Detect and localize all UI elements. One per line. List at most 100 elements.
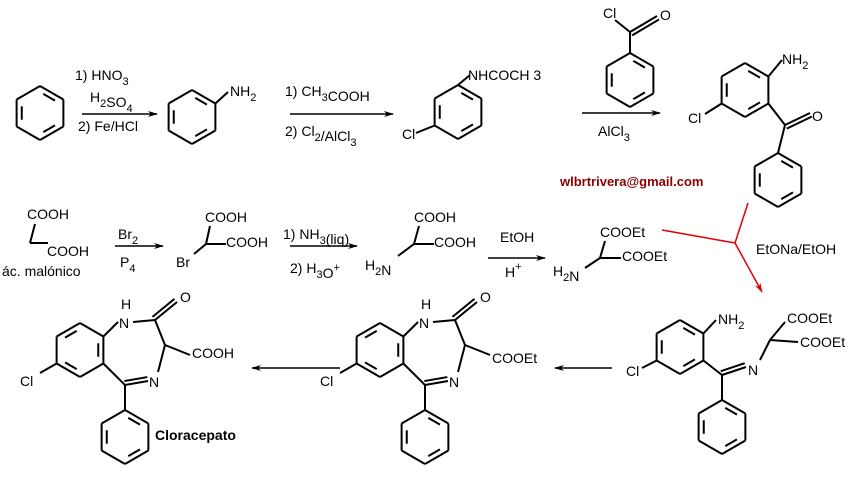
- cloracepato-cooh: COOH: [192, 345, 234, 361]
- benzene-ring-inner-double-bond: [42, 92, 56, 102]
- step6-reagent-2: H+: [505, 261, 522, 280]
- benzoyl-chloride-o: O: [660, 7, 671, 23]
- bromomalonic-br: Br: [176, 254, 190, 270]
- cloracepato-n4-c5-double-bond: [124, 380, 149, 386]
- benzoyl-chloride-ring-inner-double-bond: [632, 59, 646, 69]
- aniline-ring-bond: [191, 89, 216, 105]
- cloracepato-c3-substituent-bond: [164, 344, 191, 356]
- bzd-ester-phenyl-ring-inner-double-bond: [427, 416, 441, 426]
- bzd-ester-n4-c5-double-bond: [424, 380, 449, 386]
- aminobenzophenone-ring-bond: [721, 102, 746, 118]
- author-email: wlbrtrivera@gmail.com: [559, 174, 703, 189]
- bromomalonic-bond-3: [193, 243, 207, 255]
- chloroacetanilide-nhcoch3: NHCOCH 3: [468, 67, 541, 83]
- cloracepato-phenyl-ring-bond: [124, 449, 149, 465]
- step1-reagent-1: 1) HNO3: [75, 67, 129, 88]
- bzd-ester-phenyl-ring-bond: [401, 449, 426, 465]
- step1-reagent-2: 2) Fe/HCl: [78, 118, 138, 134]
- step5-reagent-1: 1) NH3(liq): [283, 226, 349, 247]
- aminomalonic-cooh-2: COOH: [434, 234, 476, 250]
- bzd-ester-benzo-ring-bond: [356, 322, 381, 338]
- imine-ester-1: COOEt: [787, 310, 832, 326]
- benzoyl-chloride-ring-inner-double-bond: [632, 91, 646, 101]
- bzd-ester-phenyl-ring-bond: [424, 409, 449, 425]
- chloroacetanilide-ring-bond: [457, 84, 482, 100]
- aminomalonic-bond-3: [397, 243, 415, 257]
- aminomalonate-bond-3: [584, 257, 601, 269]
- chloroacetanilide-ring-inner-double-bond: [460, 91, 474, 101]
- cloracepato-n1-c2-bond: [132, 319, 156, 323]
- chloroacetanilide-ring-inner-double-bond: [460, 123, 474, 133]
- aminomalonic-bond-1: [413, 225, 420, 245]
- aminomalonate-h2n: H2N: [553, 263, 579, 284]
- red-branch-line-2: [661, 229, 736, 244]
- bzd-ester-phenyl-ring-inner-double-bond: [427, 448, 441, 458]
- aminobenzophenone-c-phenyl-bond: [777, 124, 786, 154]
- bzd-ester-c3-substituent-bond: [464, 344, 491, 356]
- cloracepato-benzo-ring-bond: [79, 362, 104, 378]
- cloracepato-n1: N: [119, 315, 129, 331]
- imine-n: N: [748, 362, 758, 378]
- step5-reagent-2: 2) H3O+: [290, 260, 340, 281]
- benzophenone-phenyl-ring-bond: [777, 192, 802, 208]
- aminobenzophenone-o: O: [812, 108, 823, 124]
- bzd-ester-benzo-ring-inner-double-bond: [364, 329, 378, 339]
- chloroacetanilide-c-n-bond: [457, 74, 471, 86]
- imine-phenyl-ring-bond: [698, 399, 723, 415]
- cloracepato-n4-c5-double-bond-second: [124, 376, 148, 383]
- cloracepato-phenyl-ring-inner-double-bond: [127, 416, 141, 426]
- imine-c-n-double-bond-second: [720, 362, 746, 373]
- bzd-ester-c3-n4-bond: [457, 344, 466, 373]
- bzd-ester-phenyl-ring-bond: [401, 409, 426, 425]
- bzd-ester-n1-c2-bond: [432, 319, 456, 323]
- benzoyl-c-cl-bond: [614, 19, 631, 33]
- bzd-ester-cooet: COOEt: [492, 350, 537, 366]
- step4-reagent-1: Br2: [118, 226, 138, 247]
- chloroacetanilide-c-cl-bond: [415, 124, 435, 134]
- aminomalonate-ester-2: COOEt: [622, 248, 667, 264]
- imine-c-c-bond: [702, 359, 723, 376]
- benzophenone-phenyl-ring-bond: [754, 152, 779, 168]
- aminomalonate-bond-1: [599, 240, 606, 259]
- bzd-ester-c-n1-bond: [402, 321, 419, 338]
- red-branch-line-1: [734, 202, 749, 244]
- chloroacetanilide-ring-bond: [434, 124, 459, 140]
- step7-reagent: EtONa/EtOH: [756, 241, 836, 257]
- bonds: [15, 15, 813, 465]
- malonic-name: ác. malónico: [2, 263, 81, 279]
- step4-reagent-2: P4: [120, 254, 135, 275]
- imine-ring-bond: [679, 359, 704, 375]
- imine-nh2: NH2: [718, 311, 744, 332]
- imine-phenyl-ring-inner-double-bond: [724, 438, 738, 448]
- aminobenzophenone-ring-bond: [744, 102, 769, 118]
- cloracepato-c2-o-bond-second: [151, 298, 176, 318]
- cloracepato-benzo-ring-bond: [79, 322, 104, 338]
- bzd-ester-n4-c5-double-bond-second: [424, 376, 448, 383]
- bzd-ester-benzo-ring-bond: [356, 362, 381, 378]
- aminobenzophenone-c-n-bond: [767, 59, 783, 78]
- aminomalonic-h2n: H2N: [365, 257, 391, 278]
- aniline-nh2: NH2: [230, 83, 256, 104]
- aminomalonate-ester-1: COOEt: [600, 224, 645, 240]
- imine-c-n-double-bond: [721, 366, 747, 376]
- benzoyl-chloride-cl: Cl: [603, 5, 616, 21]
- benzoyl-chloride-ring-bond: [629, 92, 654, 108]
- cloracepato-name: Cloracepato: [155, 427, 236, 443]
- cloracepato-benzo-ring-inner-double-bond: [64, 329, 78, 339]
- cloracepato-c2-c3-bond: [154, 319, 166, 346]
- bzd-ester-h: H: [421, 296, 431, 312]
- imine-ester-2: COOEt: [800, 334, 845, 350]
- benzoyl-c-o-bond-second: [631, 18, 660, 37]
- benzoyl-chloride-ring-bond: [629, 52, 654, 68]
- cloracepato-c-n1-bond: [102, 321, 119, 338]
- aminobenzophenone-nh2: NH2: [782, 51, 808, 72]
- benzophenone-phenyl-ring-inner-double-bond: [780, 159, 794, 169]
- chloroacetanilide-ring-bond: [457, 124, 482, 140]
- cloracepato-phenyl-ring-bond: [124, 409, 149, 425]
- malonic-cooh-1: COOH: [27, 206, 69, 222]
- imine-c-n-bond: [702, 319, 717, 335]
- bzd-ester-c5-ring-bond: [402, 362, 426, 386]
- benzophenone-phenyl-ring-inner-double-bond: [780, 191, 794, 201]
- benzene-ring-bond: [39, 85, 64, 101]
